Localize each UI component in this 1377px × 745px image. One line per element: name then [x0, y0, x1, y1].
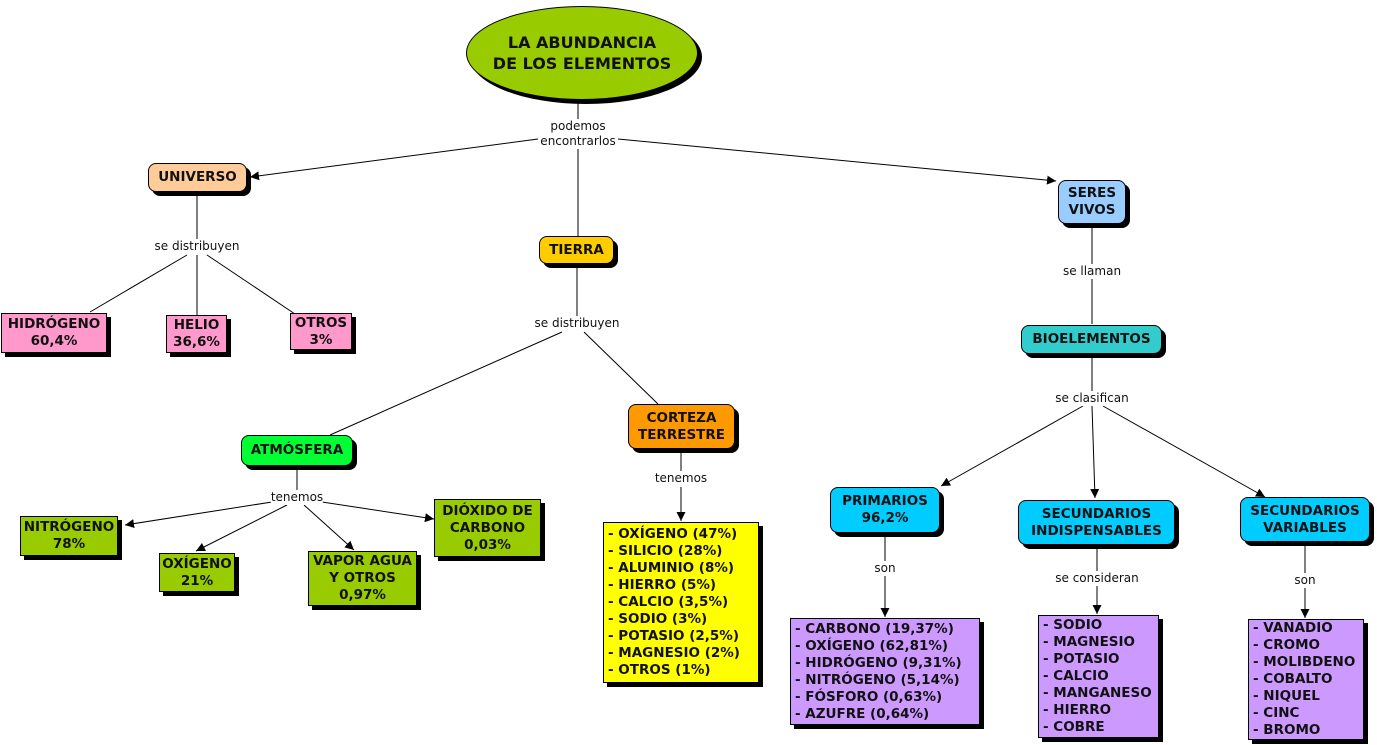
concept-dioxido-carbono-atmosfera[interactable]: DIÓXIDO DE CARBONO 0,03%: [434, 499, 541, 557]
list-item: - MANGANESO: [1043, 685, 1152, 701]
concept-primarios[interactable]: PRIMARIOS 96,2%: [830, 487, 940, 533]
linking-phrase-tierra: se distribuyen: [534, 316, 620, 331]
linking-phrase-corteza: tenemos: [654, 471, 708, 486]
list-item: - FÓSFORO (0,63%): [795, 688, 943, 705]
list-item: - POTASIO (2,5%): [608, 628, 739, 644]
list-item: - MAGNESIO (2%): [608, 645, 740, 661]
concept-corteza-terrestre[interactable]: CORTEZA TERRESTRE: [628, 404, 735, 449]
list-item: - NIQUEL: [1253, 688, 1320, 704]
linking-phrase-podemos-encontrarlos: podemos encontrarlos: [540, 119, 616, 149]
list-item: - OXÍGENO (47%): [608, 526, 738, 542]
list-secundarios-variables[interactable]: - VANADIO - CROMO - MOLIBDENO - COBALTO …: [1248, 619, 1364, 740]
concept-bioelementos[interactable]: BIOELEMENTOS: [1021, 325, 1162, 354]
link-phrase-seres: [617, 138, 1057, 185]
list-item: - MOLIBDENO: [1253, 654, 1356, 670]
list-item: - SILICIO (28%): [608, 543, 723, 559]
linking-phrase-universo: se distribuyen: [154, 239, 240, 254]
list-item: - ALUMINIO (8%): [608, 560, 735, 576]
linking-phrase-primarios: son: [874, 561, 896, 576]
list-item: - VANADIO: [1253, 620, 1333, 636]
list-item: - CINC: [1253, 705, 1300, 721]
list-secundarios-indispensables[interactable]: - SODIO - MAGNESIO - POTASIO - CALCIO - …: [1038, 615, 1159, 738]
concept-hidrogeno-universo[interactable]: HIDRÓGENO 60,4%: [1, 313, 107, 353]
concept-helio-universo[interactable]: HELIO 36,6%: [166, 315, 227, 353]
list-item: - SODIO: [1043, 617, 1103, 633]
concept-seres-vivos[interactable]: SERES VIVOS: [1058, 180, 1126, 224]
list-corteza-elementos[interactable]: - OXÍGENO (47%) - SILICIO (28%) - ALUMIN…: [603, 522, 759, 683]
list-item: - COBALTO: [1253, 671, 1333, 687]
concept-nitrogeno-atmosfera[interactable]: NITRÓGENO 78%: [20, 516, 118, 556]
concept-secundarios-indispensables[interactable]: SECUNDARIOS INDISPENSABLES: [1018, 500, 1175, 545]
linking-phrase-seres-vivos: se llaman: [1062, 264, 1122, 279]
concept-universo[interactable]: UNIVERSO: [148, 163, 247, 192]
title-line-2: DE LOS ELEMENTOS: [492, 54, 672, 73]
list-item: - POTASIO: [1043, 651, 1120, 667]
list-item: - NITRÓGENO (5,14%): [795, 671, 960, 688]
list-item: - CROMO: [1253, 637, 1320, 653]
list-item: - MAGNESIO: [1043, 634, 1136, 650]
list-item: - OXÍGENO (62,81%): [795, 637, 949, 654]
linking-phrase-atmosfera: tenemos: [270, 490, 324, 505]
concept-atmosfera[interactable]: ATMÓSFERA: [241, 435, 353, 466]
list-item: - BROMO: [1253, 722, 1321, 738]
linking-phrase-bioelementos: se clasifican: [1055, 391, 1129, 406]
list-item: - COBRE: [1043, 719, 1105, 735]
list-item: - CARBONO (19,37%): [795, 620, 954, 637]
list-item: - SODIO (3%): [608, 611, 708, 627]
concept-vapor-agua-atmosfera[interactable]: VAPOR AGUA Y OTROS 0,97%: [308, 551, 417, 606]
link-phrase-universo: [249, 138, 539, 181]
list-item: - CALCIO (3,5%): [608, 594, 729, 610]
linking-phrase-indispensables: se consideran: [1055, 571, 1139, 586]
list-item: - OTROS (1%): [608, 662, 711, 678]
root-concept-title[interactable]: LA ABUNDANCIA DE LOS ELEMENTOS: [466, 6, 698, 100]
list-item: - CALCIO: [1043, 668, 1109, 684]
title-line-1: LA ABUNDANCIA: [507, 33, 657, 52]
list-item: - HIERRO (5%): [608, 577, 717, 593]
concept-oxigeno-atmosfera[interactable]: OXÍGENO 21%: [159, 553, 235, 592]
list-item: - AZUFRE (0,64%): [795, 705, 930, 722]
concept-tierra[interactable]: TIERRA: [539, 236, 614, 264]
list-item: - HIDRÓGENO (9,31%): [795, 654, 962, 671]
linking-phrase-variables: son: [1294, 573, 1316, 588]
list-item: - HIERRO: [1043, 702, 1112, 718]
concept-secundarios-variables[interactable]: SECUNDARIOS VARIABLES: [1240, 497, 1370, 542]
concept-otros-universo[interactable]: OTROS 3%: [290, 313, 352, 350]
list-bioelementos-primarios[interactable]: - CARBONO (19,37%) - OXÍGENO (62,81%) - …: [790, 618, 980, 725]
